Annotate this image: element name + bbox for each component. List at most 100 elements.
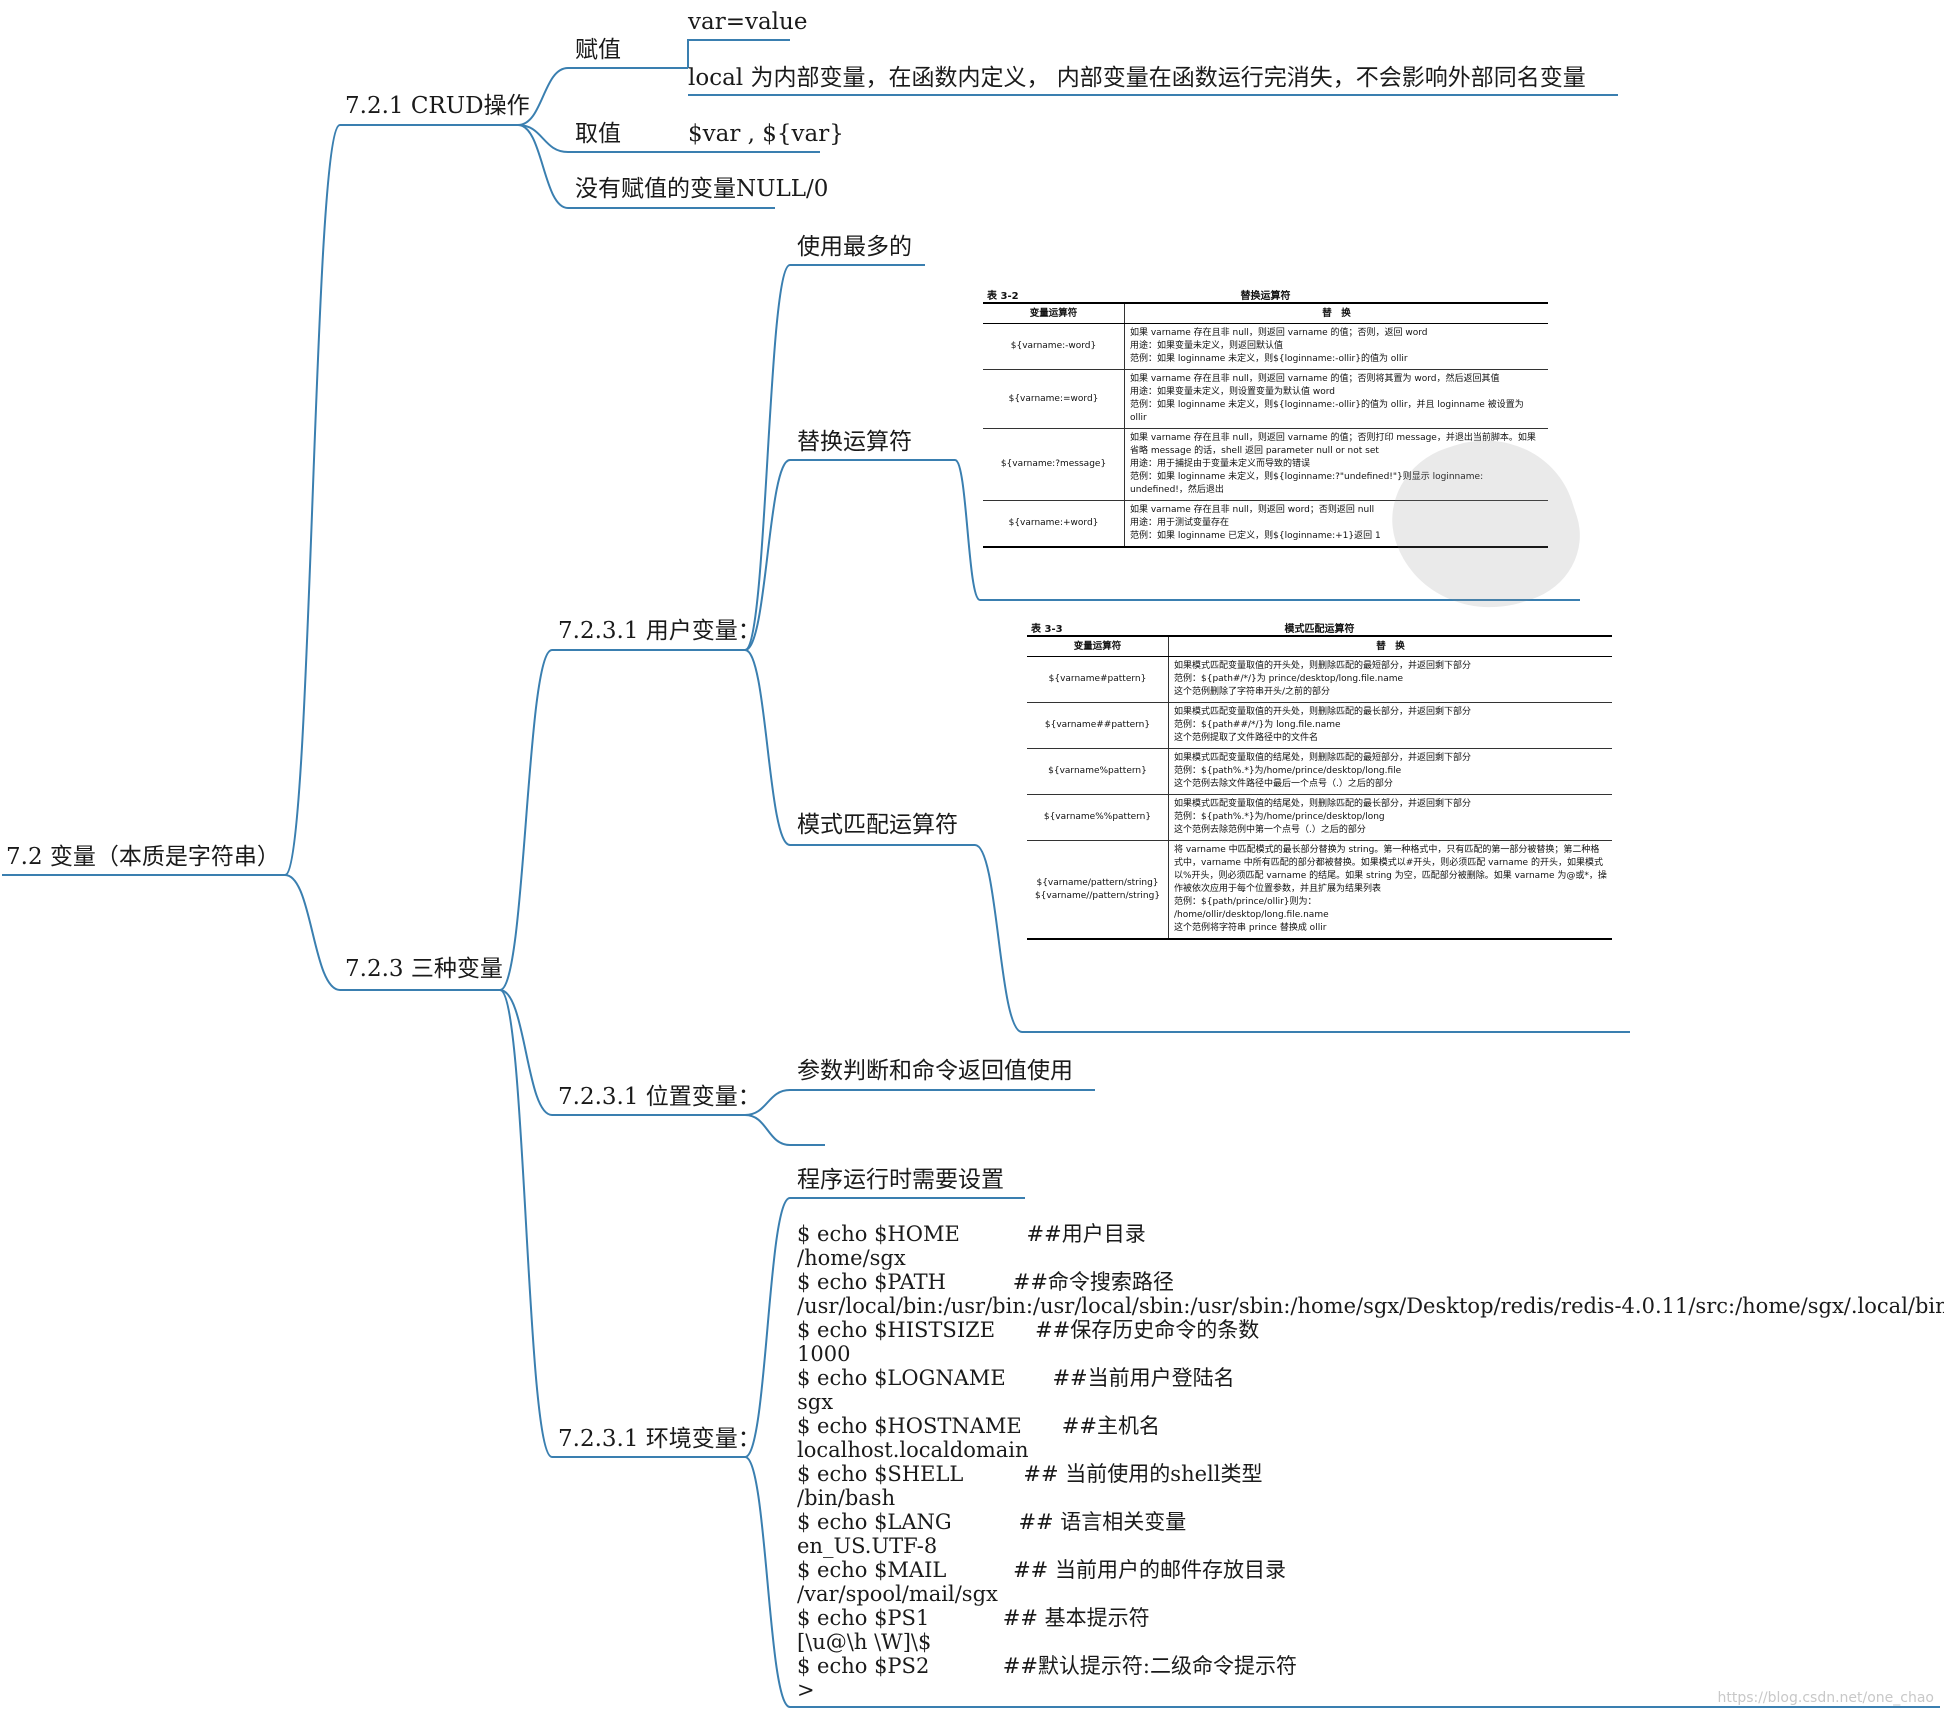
position-usage-node[interactable]: 参数判断和命令返回值使用 (797, 1058, 1073, 1084)
watermark-text: https://blog.csdn.net/one_chao (1717, 1690, 1934, 1706)
env-setting-node[interactable]: 程序运行时需要设置 (797, 1167, 1004, 1193)
env-var-node[interactable]: 7.2.3.1 环境变量： (558, 1426, 761, 1452)
description-cell: 如果模式匹配变量取值的开头处，则删除匹配的最短部分，并返回剩下部分范例：${pa… (1168, 656, 1612, 703)
connector-line (954, 459, 1580, 601)
table33-header-desc: 替 换 (1168, 635, 1612, 657)
operator-cell: ${varname:=word} (983, 369, 1125, 429)
description-line: 如果模式匹配变量取值的开头处，则删除匹配的最长部分，并返回剩下部分 (1174, 707, 1472, 717)
user-var-node[interactable]: 7.2.3.1 用户变量： (558, 618, 761, 644)
root-node[interactable]: 7.2 变量（本质是字符串） (6, 844, 280, 870)
env-line: $ echo $HOSTNAME ##主机名 (797, 1414, 1160, 1438)
operator-text: ${varname%%pattern} (1043, 812, 1152, 822)
table-row: ${varname##pattern} 如果模式匹配变量取值的开头处，则删除匹配的… (1027, 702, 1612, 749)
description-cell: 如果 varname 存在且非 null，则返回 varname 的值；否则打印… (1124, 428, 1548, 501)
operator-text: ${varname:-word} (1010, 341, 1097, 351)
env-line: en_US.UTF-8 (797, 1534, 938, 1558)
assign-node[interactable]: 赋值 (575, 37, 621, 63)
table33-number: 表 3-3 (1031, 624, 1063, 635)
description-line: 用途：用于测试变量存在 (1130, 518, 1230, 528)
description-line: 范例：如果 loginname 已定义，则${loginname:+1}返回 1 (1130, 531, 1381, 541)
env-command-list[interactable]: $ echo $HOME ##用户目录/home/sgx$ echo $PATH… (797, 1222, 1944, 1702)
table-row: ${varname%%pattern}如果模式匹配变量取值的结尾处，则删除匹配的… (1027, 794, 1612, 841)
most-used-node[interactable]: 使用最多的 (797, 234, 912, 260)
description-line: 如果模式匹配变量取值的结尾处，则删除匹配的最短部分，并返回剩下部分 (1174, 753, 1472, 763)
crud-node[interactable]: 7.2.1 CRUD操作 (345, 93, 530, 119)
connector-line (687, 39, 790, 69)
get-value[interactable]: $var , ${var} (688, 121, 844, 147)
position-var-node[interactable]: 7.2.3.1 位置变量： (558, 1084, 761, 1110)
table32-number: 表 3-2 (987, 291, 1019, 302)
env-line: [\u@\h \W]\$ (797, 1630, 932, 1654)
env-line: /home/sgx (797, 1246, 906, 1270)
description-line: 范例：${path%.*}为/home/prince/desktop/long.… (1174, 766, 1402, 776)
description-line: 如果 varname 存在且非 null，则返回 varname 的值；否则将其… (1130, 374, 1500, 384)
description-cell: 将 varname 中匹配模式的最长部分替换为 string。第一种格式中，只有… (1168, 840, 1612, 940)
env-line: $ echo $PS2 ##默认提示符:二级命令提示符 (797, 1654, 1297, 1678)
description-line: 将 varname 中匹配模式的最长部分替换为 string。第一种格式中，只有… (1174, 845, 1607, 894)
description-line: 范例：${path%.*}为/home/prince/desktop/long (1174, 812, 1385, 822)
connector-line (517, 67, 688, 126)
connector-line (974, 844, 1630, 1033)
operator-text: ${varname:+word} (1008, 518, 1099, 528)
description-line: 这个范例将字符串 prince 替换成 ollir (1174, 923, 1327, 933)
table-row: ${varname:+word} 如果 varname 存在且非 null，则返回… (983, 500, 1548, 548)
three-vars-node[interactable]: 7.2.3 三种变量 (345, 956, 503, 982)
description-cell: 如果 varname 存在且非 null，则返回 varname 的值；否则，返… (1124, 323, 1548, 370)
env-line: $ echo $HOME ##用户目录 (797, 1222, 1146, 1246)
table32-grid: 变量运算符替 换 ${varname:-word} 如果 varname 存在且非… (983, 302, 1548, 548)
env-line: $ echo $SHELL ## 当前使用的shell类型 (797, 1462, 1263, 1486)
operator-text: ${varname/pattern/string} (1036, 877, 1159, 888)
replace-operator-node[interactable]: 替换运算符 (797, 429, 912, 455)
pattern-operator-table: 表 3-3 模式匹配运算符 变量运算符替 换 ${varname#pattern}… (1027, 618, 1612, 940)
table-row: ${varname:?message}如果 varname 存在且非 null，… (983, 428, 1548, 501)
description-line: 用途：用于捕捉由于变量未定义而导致的错误 (1130, 459, 1311, 469)
operator-cell: ${varname##pattern} (1027, 702, 1169, 749)
description-line: 如果 varname 存在且非 null，则返回 varname 的值；否则，返… (1130, 328, 1428, 338)
operator-text: ${varname%pattern} (1048, 766, 1147, 776)
table-row: ${varname:=word} 如果 varname 存在且非 null，则返回… (983, 369, 1548, 429)
env-line: /var/spool/mail/sgx (797, 1582, 998, 1606)
description-line: 如果 varname 存在且非 null，则返回 word；否则返回 null (1130, 505, 1375, 515)
description-line: 这个范例去除文件路径中最后一个点号（.）之后的部分 (1174, 779, 1393, 789)
env-line: $ echo $HISTSIZE ##保存历史命令的条数 (797, 1318, 1260, 1342)
table33-title: 模式匹配运算符 (1284, 624, 1355, 635)
null-node[interactable]: 没有赋值的变量NULL/0 (575, 176, 829, 202)
table-row: ${varname#pattern}如果模式匹配变量取值的开头处，则删除匹配的最… (1027, 656, 1612, 703)
description-line: 用途：如果变量未定义，则返回默认值 (1130, 341, 1284, 351)
connector-line (744, 1114, 825, 1146)
description-line: 范例：如果 loginname 未定义，则${loginname:?"undef… (1130, 472, 1484, 495)
env-line: $ echo $LOGNAME ##当前用户登陆名 (797, 1366, 1235, 1390)
operator-cell: ${varname%pattern} (1027, 748, 1169, 795)
table-row: ${varname%pattern} 如果模式匹配变量取值的结尾处，则删除匹配的最… (1027, 748, 1612, 795)
description-line: 这个范例删除了字符串开头/之前的部分 (1174, 687, 1331, 697)
env-line: localhost.localdomain (797, 1438, 1029, 1462)
description-cell: 如果 varname 存在且非 null，则返回 word；否则返回 null 用… (1124, 500, 1548, 548)
operator-cell: ${varname:+word} (983, 500, 1125, 548)
get-node[interactable]: 取值 (575, 121, 621, 147)
operator-cell: ${varname:-word} (983, 323, 1125, 370)
operator-cell: ${varname%%pattern} (1027, 794, 1169, 841)
operator-cell: ${varname:?message} (983, 428, 1125, 501)
operator-text: ${varname//pattern/string} (1034, 890, 1161, 901)
assign-var-value[interactable]: var=value (688, 9, 808, 35)
connector-line (744, 1197, 1025, 1458)
assign-local-desc[interactable]: local 为内部变量，在函数内定义， 内部变量在函数运行完消失，不会影响外部同… (688, 65, 1586, 91)
table33-grid: 变量运算符替 换 ${varname#pattern}如果模式匹配变量取值的开头… (1027, 635, 1612, 940)
table32-header-desc: 替 换 (1124, 302, 1548, 324)
env-line: $ echo $PATH ##命令搜索路径 (797, 1270, 1174, 1294)
operator-text: ${varname##pattern} (1044, 720, 1151, 730)
env-line: 1000 (797, 1342, 851, 1366)
operator-text: ${varname:=word} (1008, 393, 1099, 404)
pattern-operator-node[interactable]: 模式匹配运算符 (797, 812, 958, 838)
table32-header-op: 变量运算符 (983, 302, 1125, 324)
description-line: 这个范例提取了文件路径中的文件名 (1174, 733, 1319, 743)
connector-line (744, 459, 955, 651)
connector-line (284, 874, 500, 991)
description-line: 如果 varname 存在且非 null，则返回 varname 的值；否则打印… (1130, 433, 1536, 456)
table-row: ${varname/pattern/string} ${varname//patt… (1027, 840, 1612, 940)
description-line: 范例：${path##/*/}为 long.file.name (1174, 720, 1341, 730)
connector-line (744, 649, 975, 846)
connector-line (499, 989, 745, 1116)
